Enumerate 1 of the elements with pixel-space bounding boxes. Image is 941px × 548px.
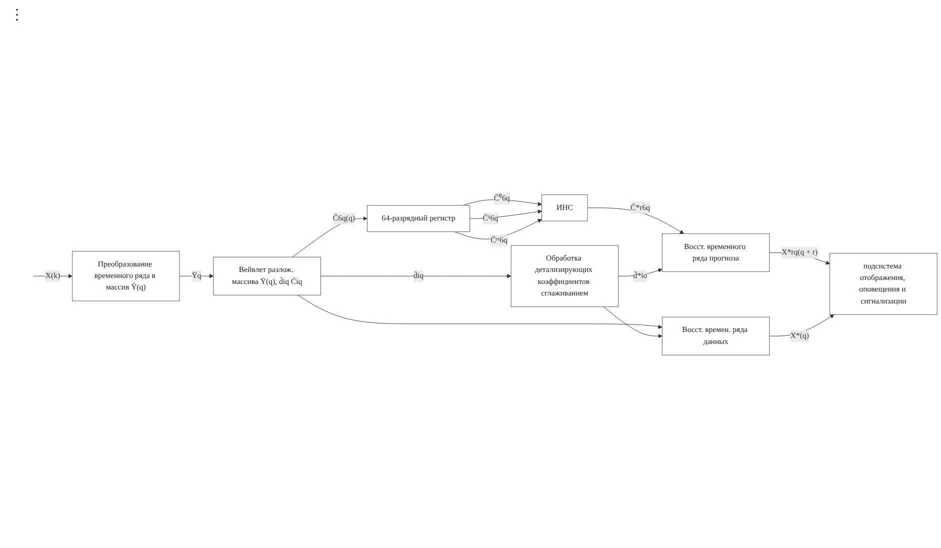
note-text: ⋮ xyxy=(10,7,24,24)
